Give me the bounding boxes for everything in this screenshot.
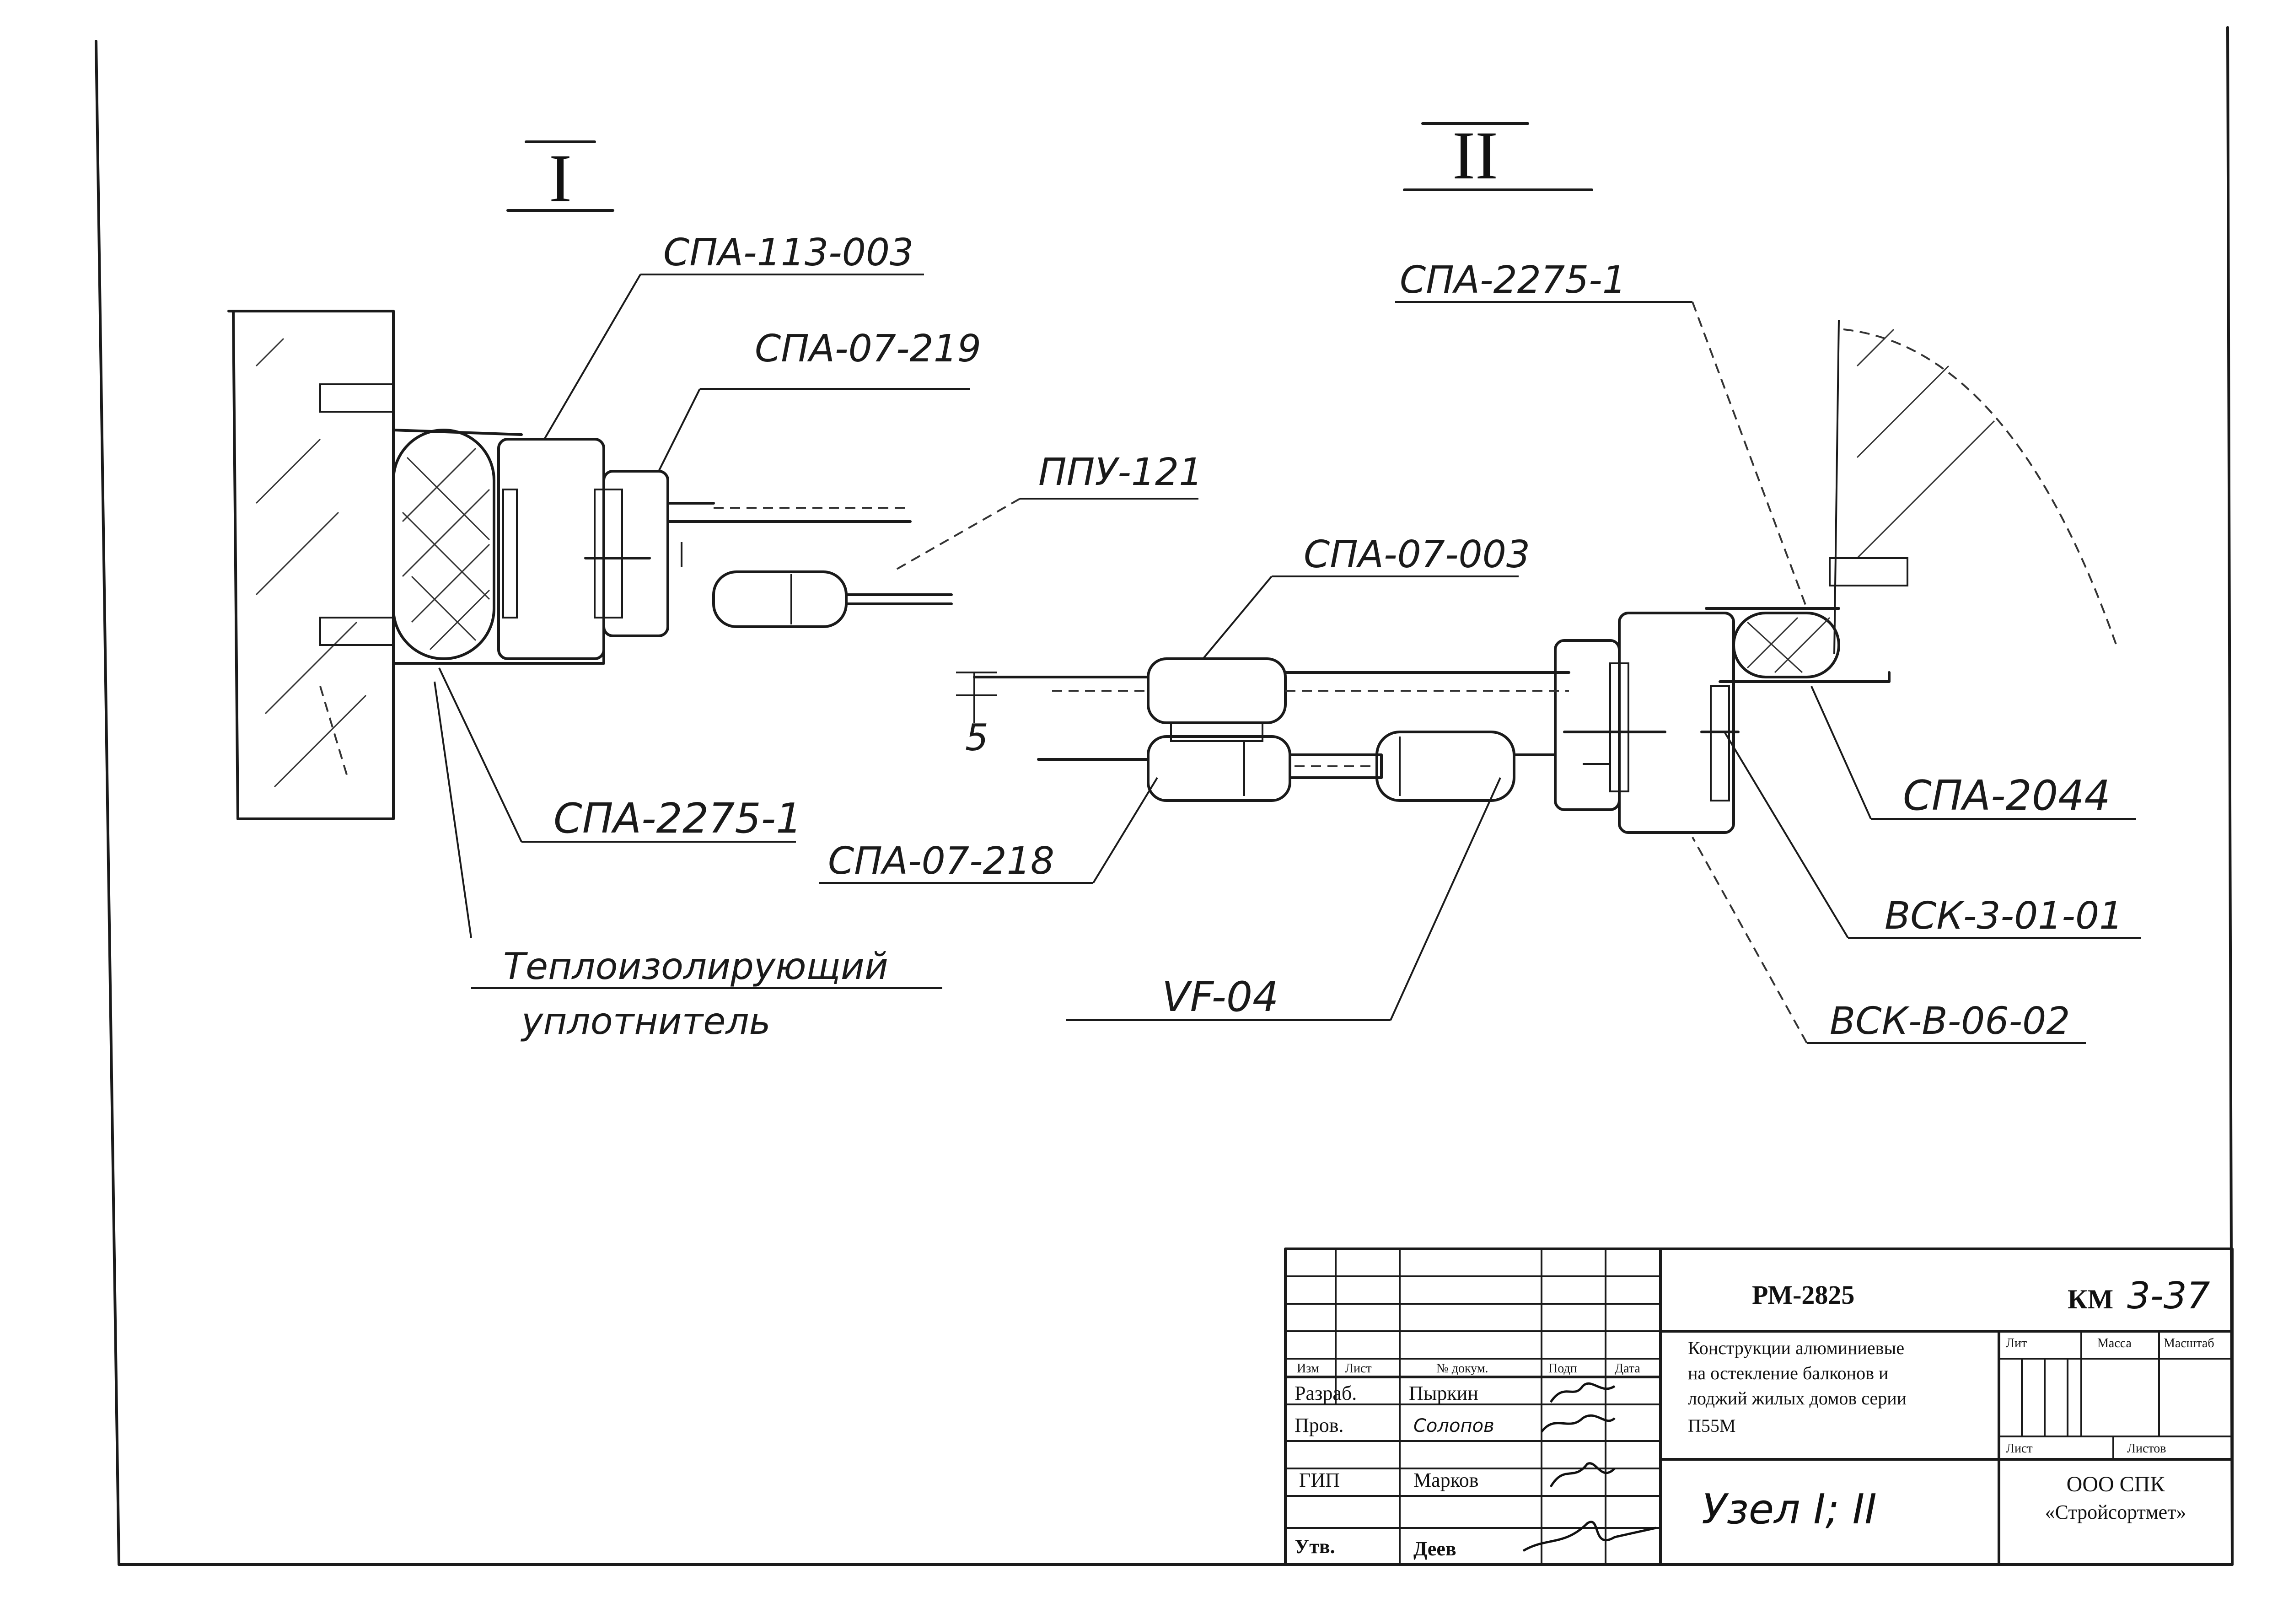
wall-section-right [1829,320,2119,655]
signatures [1522,1382,1656,1552]
role-developer: Разраб. [1295,1382,1357,1404]
role-checker: Пров. [1295,1414,1344,1436]
name-developer: Пыркин [1409,1382,1478,1404]
label-spa-07-003: СПА-07-003 [1304,533,1530,576]
label-spa-2044: СПА-2044 [1903,772,2111,820]
svg-text:Листов: Листов [2127,1441,2166,1456]
node-heading-2: II [1403,118,1593,194]
sash-profile-right [1554,639,1666,811]
label-vsk-v: ВСК-В-06-02 [1830,1000,2070,1043]
name-checker: Солопов [1413,1415,1494,1436]
leaders-node-2 [819,301,2141,1044]
role-chief-engineer: ГИП [1299,1469,1340,1491]
sash-profile-left [594,470,912,637]
wall-section-left [227,310,395,820]
title-line-4: П55М [1688,1415,1735,1436]
node-2-assembly: 5 [956,320,2119,834]
node-1-assembly [227,310,953,820]
role-approver: Утв. [1295,1535,1335,1558]
svg-text:Лист: Лист [2006,1441,2033,1456]
label-spa-2275-right: СПА-2275-1 [1400,258,1626,302]
svg-text:Подп: Подп [1548,1361,1577,1376]
document-code: РМ-2825 [1752,1280,1854,1310]
label-ppu-121: ППУ-121 [1038,451,1203,494]
label-spa-07-219: СПА-07-219 [755,327,981,371]
node-heading-1: I [506,140,614,216]
label-spa-2275-left: СПА-2275-1 [553,795,802,843]
svg-text:Масштаб: Масштаб [2164,1336,2214,1350]
frame-profile-right [1618,612,1740,834]
svg-text:II: II [1452,118,1498,194]
svg-text:Лист: Лист [1345,1361,1372,1376]
vf-04-profile [1375,731,1557,802]
svg-text:Масса: Масса [2097,1336,2132,1350]
label-spa-113: СПА-113-003 [663,231,913,274]
svg-text:Изм: Изм [1297,1361,1319,1376]
title-line-3: лоджий жилых домов серии [1688,1388,1907,1409]
labels-node-1: СПА-113-003 СПА-07-219 ППУ-121 СПА-2275-… [503,231,1203,1043]
label-insulation-line1: Теплоизолирующий [503,945,888,988]
insulation-seal-left [392,429,495,660]
company-line-2: «Стройсортмет» [2045,1501,2186,1523]
subject-line: Узел I; II [1702,1485,1877,1533]
label-vf-04: VF-04 [1162,973,1278,1021]
svg-text:5: 5 [965,716,988,759]
ppu-121-profile [712,570,953,628]
label-vsk-3: ВСК-3-01-01 [1885,894,2123,938]
glass-unit-center [1289,753,1383,779]
labels-node-2: СПА-2275-1 СПА-07-003 СПА-07-218 VF-04 С… [828,258,2123,1043]
label-spa-07-218: СПА-07-218 [828,839,1054,883]
spa-07-003-profile [973,657,1570,742]
leaders-node-1 [434,274,1198,989]
title-line-2: на остекление балконов и [1688,1363,1888,1383]
label-insulation-line2: уплотнитель [521,1000,771,1043]
svg-text:Дата: Дата [1615,1361,1640,1376]
sheet-code: 3-37 [2127,1274,2210,1317]
svg-text:№ докум.: № докум. [1436,1361,1488,1376]
name-chief-engineer: Марков [1413,1469,1479,1491]
name-approver: Деев [1413,1538,1456,1560]
spa-07-218-profile [1037,735,1291,802]
company-line-1: ООО СПК [2067,1472,2165,1496]
dimension-5: 5 [956,672,997,759]
title-block: Изм Лист № докум. Подп Дата Разраб. Пырк… [1284,1248,2234,1566]
sheet-code-prefix: КМ [2068,1284,2113,1314]
svg-text:I: I [549,140,572,216]
svg-text:Лит: Лит [2006,1336,2027,1350]
title-line-1: Конструкции алюминиевые [1688,1338,1904,1358]
